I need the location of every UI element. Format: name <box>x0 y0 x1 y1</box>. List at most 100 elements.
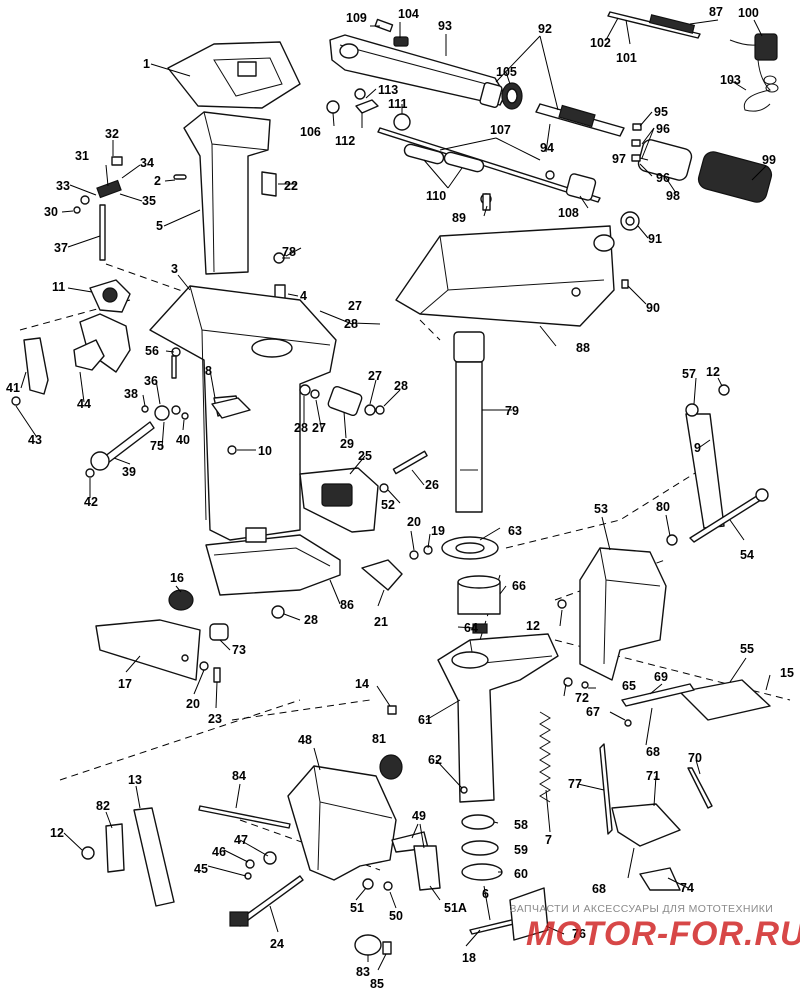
callout-label: 97 <box>612 152 626 166</box>
callout-label: 82 <box>96 799 110 813</box>
callout-label: 71 <box>646 769 660 783</box>
callout-label: 12 <box>50 826 64 840</box>
watermark-caption: ЗАПЧАСТИ И АКСЕССУАРЫ ДЛЯ МОТОТЕХНИКИ <box>510 903 773 915</box>
callout-label: 1 <box>143 57 150 71</box>
callout-label: 20 <box>407 515 421 529</box>
callout-label: 14 <box>355 677 369 691</box>
callout-label: 51A <box>444 901 467 915</box>
callout-label: 34 <box>140 156 154 170</box>
callout-label: 112 <box>335 134 355 148</box>
exhaust-housing <box>149 285 341 596</box>
callout-label: 93 <box>438 19 452 33</box>
callout-label: 10 <box>258 444 272 458</box>
callout-label: 56 <box>145 344 159 358</box>
callout-labels: 1 2 3 4 5 6 7 8 9 10 11 12 12 12 13 14 1… <box>6 5 794 991</box>
callout-label: 62 <box>428 753 442 767</box>
callout-label: 75 <box>150 439 164 453</box>
callout-label: 52 <box>381 498 395 512</box>
callout-label: 94 <box>540 141 554 155</box>
callout-label: 6 <box>482 887 489 901</box>
callout-label: 100 <box>738 6 759 20</box>
callout-label: 74 <box>680 881 694 895</box>
callout-label: 15 <box>780 666 794 680</box>
callout-label: 27 <box>312 421 326 435</box>
callout-label: 101 <box>616 51 637 65</box>
callout-label: 102 <box>590 36 611 50</box>
linkage-rods <box>469 743 713 941</box>
callout-label: 111 <box>388 97 408 111</box>
callout-label: 50 <box>389 909 403 923</box>
callout-label: 65 <box>622 679 636 693</box>
twist-grip-and-switch <box>607 11 779 203</box>
callout-label: 96 <box>656 122 670 136</box>
callout-label: 32 <box>105 127 119 141</box>
callout-label: 96 <box>656 171 670 185</box>
callout-label: 66 <box>512 579 526 593</box>
throttle-shaft-parts <box>377 103 640 231</box>
callout-label: 103 <box>720 73 741 87</box>
callout-label: 12 <box>526 619 540 633</box>
callout-label: 76 <box>572 927 586 941</box>
callout-label: 85 <box>370 977 384 991</box>
centre-small-parts <box>211 384 428 533</box>
callout-label: 16 <box>170 571 184 585</box>
callout-label: 26 <box>425 478 439 492</box>
callout-label: 21 <box>374 615 388 629</box>
callout-label: 83 <box>356 965 370 979</box>
callout-label: 106 <box>300 125 321 139</box>
watermark-logo: MOTOR-FOR.RU <box>526 915 800 953</box>
callout-label: 54 <box>740 548 754 562</box>
callout-label: 33 <box>56 179 70 193</box>
callout-label: 53 <box>594 502 608 516</box>
callout-label: 28 <box>344 317 358 331</box>
callout-label: 43 <box>28 433 42 447</box>
callout-label: 25 <box>358 449 372 463</box>
callout-label: 28 <box>304 613 318 627</box>
callout-label: 17 <box>118 677 132 691</box>
callout-label: 27 <box>348 299 362 313</box>
callout-label: 12 <box>706 365 720 379</box>
callout-label: 8 <box>205 364 212 378</box>
callout-label: 88 <box>576 341 590 355</box>
callout-label: 55 <box>740 642 754 656</box>
callout-label: 80 <box>656 500 670 514</box>
callout-label: 27 <box>368 369 382 383</box>
callout-label: 63 <box>508 524 522 538</box>
callout-label: 28 <box>394 379 408 393</box>
callout-label: 68 <box>646 745 660 759</box>
callout-label: 9 <box>694 441 701 455</box>
callout-label: 49 <box>412 809 426 823</box>
lower-left-parts <box>95 545 433 683</box>
callout-label: 20 <box>186 697 200 711</box>
callout-label: 39 <box>122 465 136 479</box>
lower-left-bracket <box>81 765 441 956</box>
callout-label: 92 <box>538 22 552 36</box>
callout-label: 113 <box>378 83 398 97</box>
callout-label: 89 <box>452 211 466 225</box>
callout-label: 42 <box>84 495 98 509</box>
callout-label: 3 <box>171 262 178 276</box>
callout-label: 31 <box>75 149 89 163</box>
callout-label: 90 <box>646 301 660 315</box>
callout-label: 22 <box>284 179 298 193</box>
callout-label: 5 <box>156 219 163 233</box>
callout-label: 67 <box>586 705 600 719</box>
callout-label: 36 <box>144 374 158 388</box>
callout-label: 79 <box>505 404 519 418</box>
callout-label: 77 <box>568 777 582 791</box>
swivel-bracket <box>395 193 629 615</box>
callout-label: 13 <box>128 773 142 787</box>
callout-label: 30 <box>44 205 58 219</box>
callout-label: 98 <box>666 189 680 203</box>
callout-label: 29 <box>340 437 354 451</box>
callout-label: 38 <box>124 387 138 401</box>
lower-swivel-parts <box>379 623 559 881</box>
callout-label: 24 <box>270 937 284 951</box>
callout-label: 2 <box>154 174 161 188</box>
callout-label: 91 <box>648 232 662 246</box>
upper-housing <box>73 41 301 300</box>
tiller-arm-assembly <box>326 18 523 131</box>
callout-label: 48 <box>298 733 312 747</box>
callout-label: 51 <box>350 901 364 915</box>
